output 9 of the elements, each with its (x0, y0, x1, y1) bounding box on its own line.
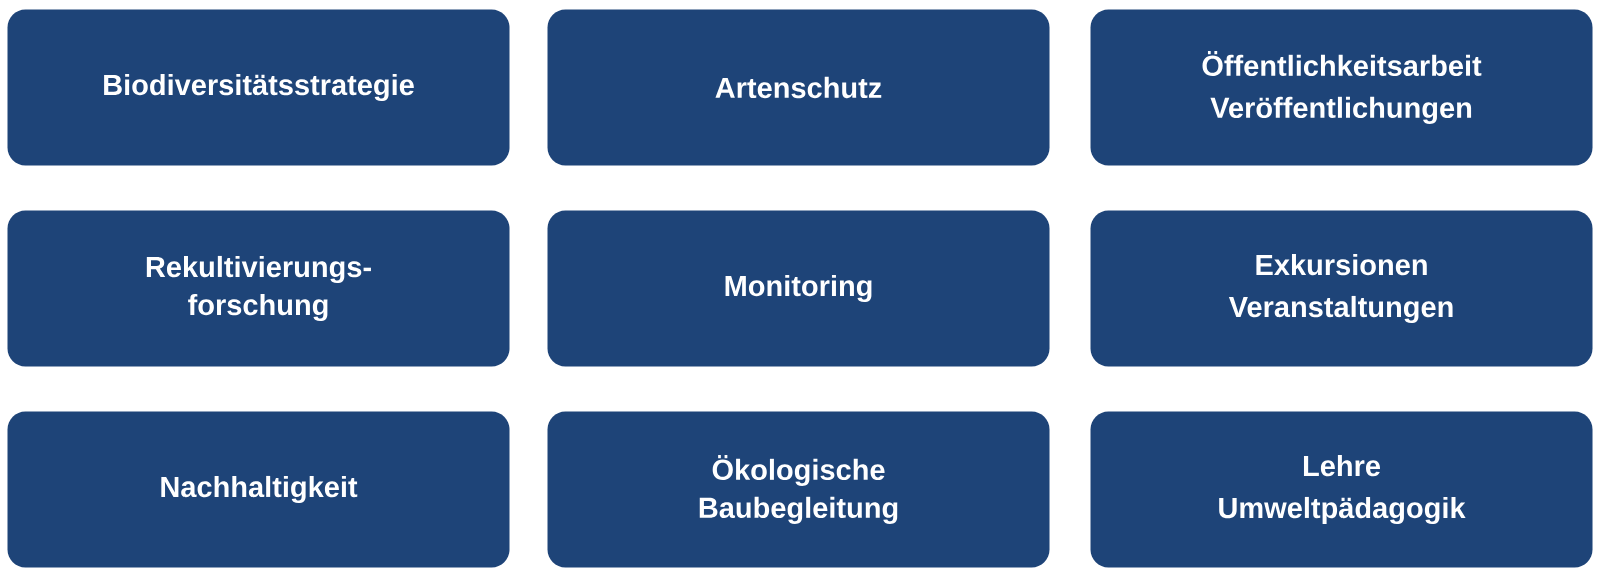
text-box: Ökologische Baubegleitung (547, 411, 1050, 568)
text-box: Artenschutz (547, 9, 1050, 166)
text-box: Rekultivierungs- forschung (7, 210, 510, 367)
text-box: Nachhaltigkeit (7, 411, 510, 568)
text-box: Öffentlichkeitsarbeit Veröffentlichungen (1090, 9, 1593, 166)
text-box: Biodiversitätsstrategie (7, 9, 510, 166)
text-box: Monitoring (547, 210, 1050, 367)
text-box: Exkursionen Veranstaltungen (1090, 210, 1593, 367)
text-box: Lehre Umweltpädagogik (1090, 411, 1593, 568)
